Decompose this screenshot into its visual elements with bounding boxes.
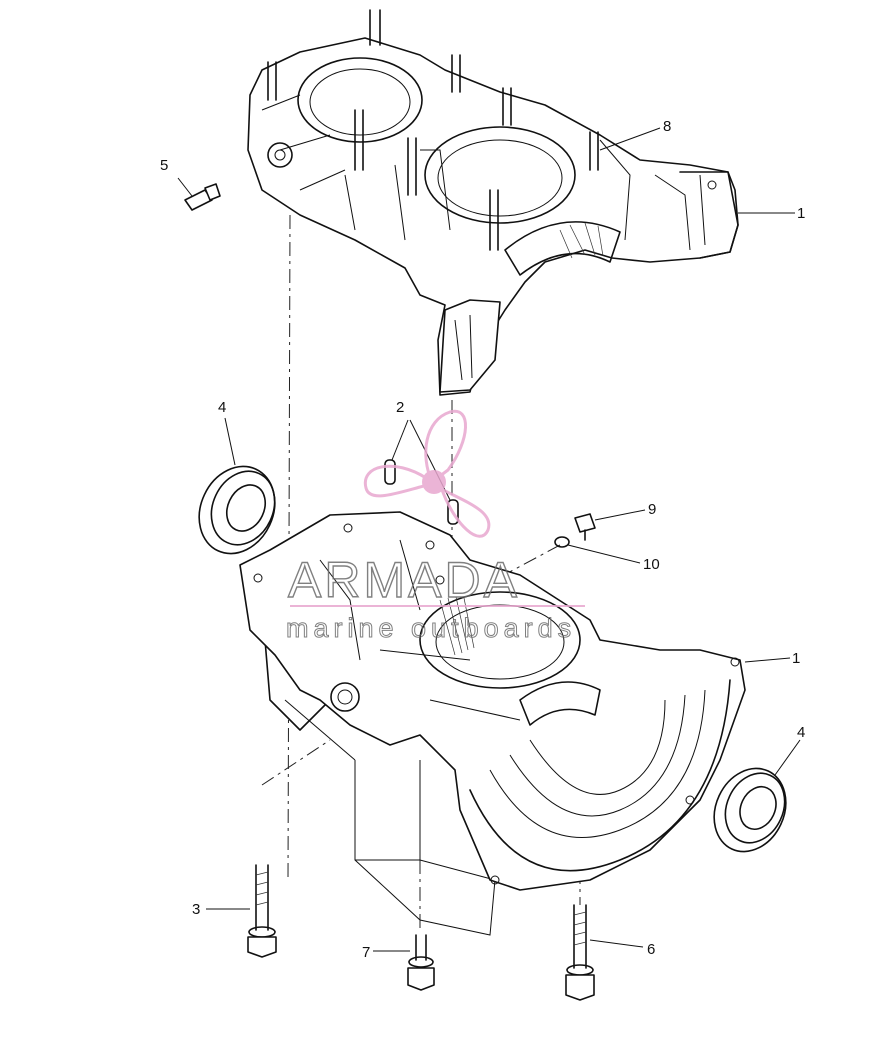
callout-2: 2 [396,399,404,416]
bolt-9 [574,513,596,541]
callout-6: 6 [647,941,655,958]
watermark-subtitle: marine outboards [286,613,576,643]
armada-watermark: ARMADA marine outboards [286,409,585,644]
callout-labels: 1 1 2 3 4 4 5 6 7 8 9 10 [160,118,805,961]
callout-4-right: 4 [797,724,805,741]
studs [267,9,599,251]
bolt-7 [407,934,435,991]
callout-7: 7 [362,944,370,961]
watermark-title: ARMADA [288,552,520,608]
bolt-6 [565,904,595,1001]
callout-3: 3 [192,901,200,918]
callout-8: 8 [663,118,671,135]
propeller-logo-icon [363,409,491,538]
callout-1-upper: 1 [797,205,805,222]
callout-9: 9 [648,501,656,518]
bolt-3 [247,864,277,958]
callout-10: 10 [643,556,660,573]
bolt-5 [184,183,221,211]
callout-4-left: 4 [218,399,226,416]
washer-10 [554,536,570,548]
callout-5: 5 [160,157,168,174]
upper-crankcase [247,9,739,396]
oil-seal-right [713,767,787,853]
callout-1-lower: 1 [792,650,800,667]
oil-seal-left [198,465,276,555]
